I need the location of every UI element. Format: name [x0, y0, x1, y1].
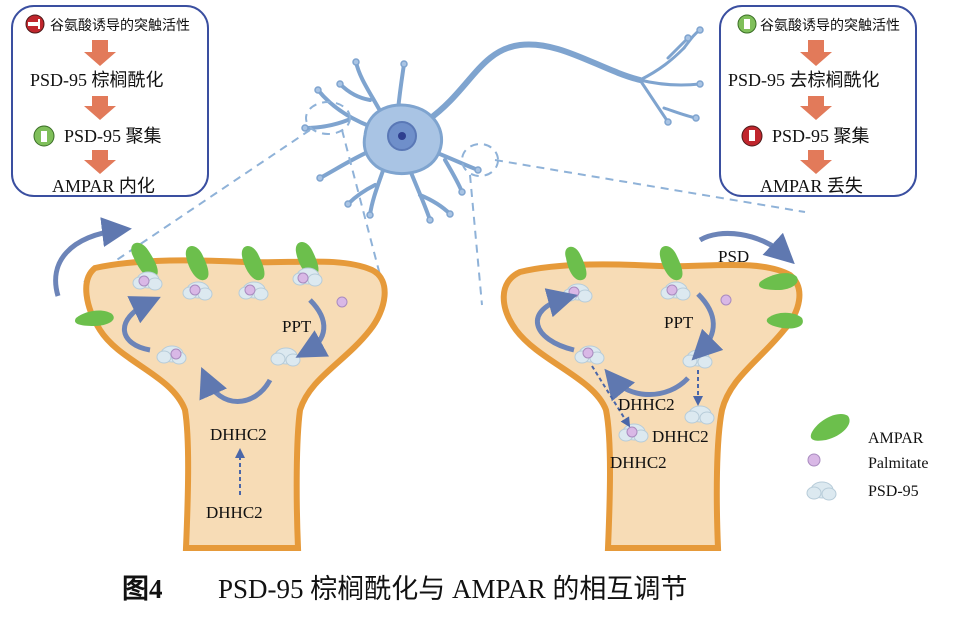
right-cycle-arrows: [534, 231, 795, 402]
left-psd95-group: [132, 267, 348, 367]
neuron-illustration: [301, 26, 704, 224]
right-dhhc2-a: DHHC2: [618, 395, 675, 414]
legend: AMPAR Palmitate PSD-95: [806, 413, 928, 501]
palmitate-molecule: [170, 348, 182, 360]
down-arrow-icon: [741, 125, 763, 147]
palmitate-molecule: [138, 275, 150, 287]
legend-palmitate-label: Palmitate: [868, 455, 928, 472]
palmitate-molecule: [626, 426, 638, 438]
left-ppt-label: PPT: [282, 317, 312, 336]
left-step-1: 谷氨酸诱导的突触活性: [50, 18, 190, 34]
palmitate-molecule: [666, 284, 678, 296]
ampar-receptor: [659, 245, 683, 281]
orange-arrow-icon: [800, 40, 832, 66]
right-dhhc2-c: DHHC2: [610, 453, 667, 472]
orange-arrow-icon: [84, 150, 116, 174]
left-step-4: AMPAR 内化: [52, 176, 155, 196]
ampar-receptor: [766, 312, 803, 329]
palmitate-molecule: [582, 347, 594, 359]
right-step-1: 谷氨酸诱导的突触活性: [760, 18, 900, 34]
right-dhhc2-b: DHHC2: [652, 427, 709, 446]
palmitate-molecule: [244, 284, 256, 296]
left-step-3: PSD-95 聚集: [64, 126, 162, 146]
orange-arrow-icon: [800, 150, 832, 174]
orange-arrow-icon: [84, 96, 116, 120]
psd95-legend-icon: [806, 481, 837, 501]
right-ppt-label: PPT: [664, 313, 694, 332]
ampar-receptor: [185, 245, 209, 281]
ampar-receptor: [131, 242, 158, 279]
left-step-2: PSD-95 棕榈酰化: [30, 70, 164, 90]
right-step-2: PSD-95 去棕榈酰化: [728, 70, 880, 90]
right-step-4: AMPAR 丢失: [760, 176, 863, 196]
ampar-legend-icon: [810, 413, 850, 441]
right-psd95-group: [562, 281, 732, 443]
legend-ampar-label: AMPAR: [868, 430, 924, 447]
figure-number: 图4: [122, 574, 163, 604]
legend-psd95-label: PSD-95: [868, 483, 919, 500]
orange-arrow-icon: [800, 96, 832, 120]
figure-caption: 图4 PSD-95 棕榈酰化与 AMPAR 的相互调节: [122, 574, 687, 604]
figure-title: PSD-95 棕榈酰化与 AMPAR 的相互调节: [218, 574, 687, 604]
ampar-receptor: [241, 245, 265, 281]
right-step-3: PSD-95 聚集: [772, 126, 870, 146]
right-ampar-group: [565, 245, 803, 329]
left-ampar-group: [74, 241, 319, 326]
ampar-receptor: [74, 310, 114, 326]
left-dhhc2-top: DHHC2: [210, 425, 267, 444]
right-dendritic-spine: [500, 261, 803, 551]
palmitate-molecule: [297, 272, 309, 284]
right-psd-label: PSD: [718, 247, 749, 266]
palmitate-molecule: [189, 284, 201, 296]
right-dashed-arrows: [591, 365, 703, 428]
ampar-receptor: [758, 273, 798, 290]
palmitate-molecule: [568, 286, 580, 298]
ampar-receptor: [295, 241, 319, 277]
ampar-receptor: [565, 246, 587, 281]
palmitate-legend-icon: [807, 453, 821, 467]
orange-arrow-icon: [84, 40, 116, 66]
palmitate-molecule: [336, 296, 348, 308]
up-arrow-icon: [737, 14, 757, 34]
left-dhhc2-bottom: DHHC2: [206, 503, 263, 522]
up-arrow-icon: [33, 125, 55, 147]
zoom-guides: [83, 101, 806, 306]
palmitate-molecule: [720, 294, 732, 306]
left-cycle-arrows: [53, 217, 329, 404]
left-info-box: 谷氨酸诱导的突触活性 PSD-95 棕榈酰化 PSD-95 聚集 AMPAR 内…: [11, 5, 209, 197]
inhibit-icon: [25, 14, 45, 34]
right-info-box: 谷氨酸诱导的突触活性 PSD-95 去棕榈酰化 PSD-95 聚集 AMPAR …: [719, 5, 917, 197]
